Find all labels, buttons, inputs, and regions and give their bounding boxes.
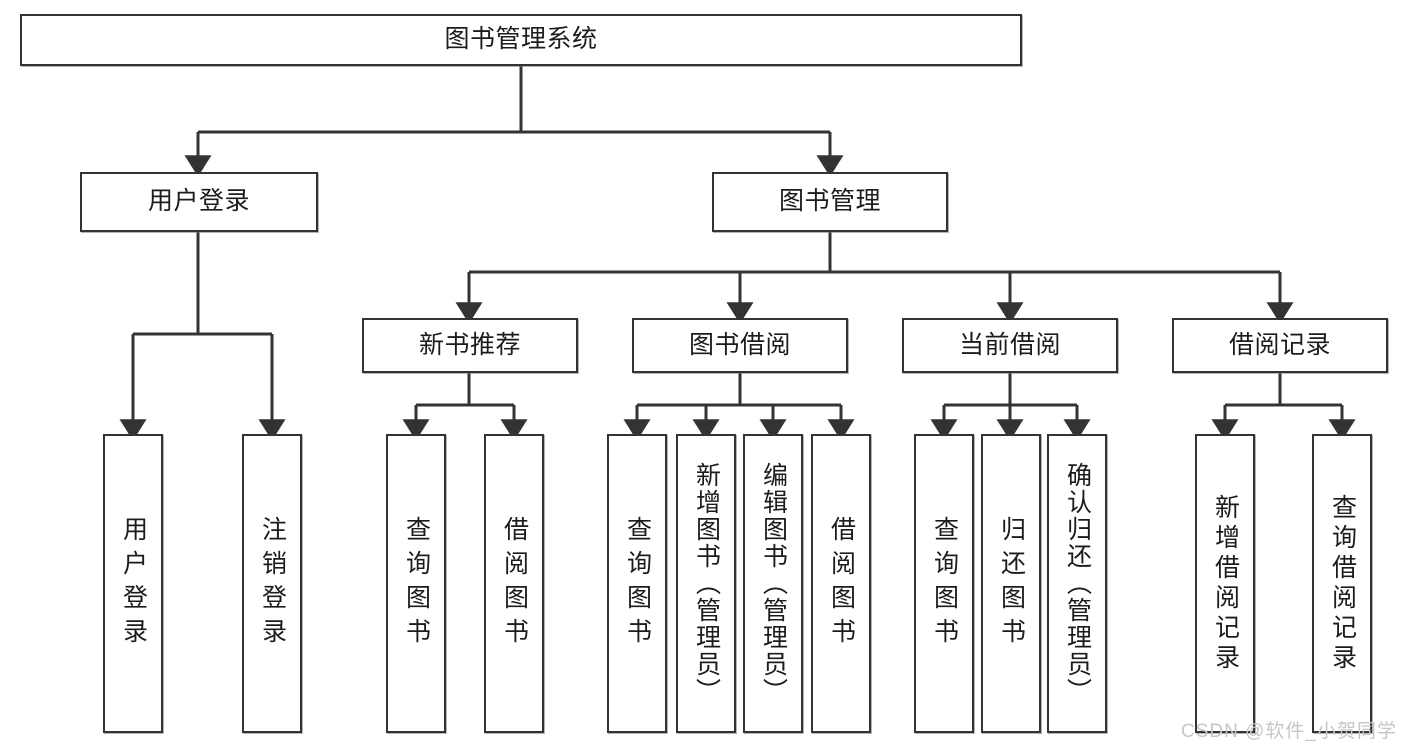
leaf-borrow-record-query-record[interactable]: 查询借阅记录 — [1312, 434, 1372, 733]
node-current-borrow-label: 当前借阅 — [958, 330, 1061, 359]
node-user-login[interactable]: 用户登录 — [80, 172, 318, 232]
node-book-manage-label: 图书管理 — [778, 187, 881, 216]
leaf-borrow-record-add-record-label: 新增借阅记录 — [1211, 493, 1240, 674]
leaf-book-borrow-edit-book[interactable]: 编辑图书（管理员） — [743, 434, 803, 733]
leaf-new-book-borrow-book-label: 借阅图书 — [500, 515, 529, 652]
leaf-book-borrow-borrow-book-label: 借阅图书 — [827, 515, 856, 652]
leaf-current-borrow-return-book-label: 归还图书 — [997, 515, 1026, 652]
node-new-book-recommend[interactable]: 新书推荐 — [362, 318, 578, 373]
leaf-user-login-login-label: 用户登录 — [119, 515, 148, 652]
node-borrow-record-label: 借阅记录 — [1228, 330, 1331, 359]
node-new-book-recommend-label: 新书推荐 — [418, 330, 521, 359]
leaf-current-borrow-confirm-return-label: 确认归还（管理员） — [1063, 462, 1092, 705]
leaf-new-book-borrow-book[interactable]: 借阅图书 — [484, 434, 544, 733]
leaf-new-book-query-book[interactable]: 查询图书 — [386, 434, 446, 733]
leaf-current-borrow-confirm-return[interactable]: 确认归还（管理员） — [1047, 434, 1107, 733]
leaf-book-borrow-borrow-book[interactable]: 借阅图书 — [811, 434, 871, 733]
leaf-current-borrow-query-book[interactable]: 查询图书 — [914, 434, 974, 733]
leaf-user-login-logout[interactable]: 注销登录 — [242, 434, 302, 733]
node-book-manage[interactable]: 图书管理 — [712, 172, 948, 232]
leaf-user-login-logout-label: 注销登录 — [258, 515, 287, 652]
node-current-borrow[interactable]: 当前借阅 — [902, 318, 1118, 373]
node-root-library-system[interactable]: 图书管理系统 — [20, 14, 1022, 66]
leaf-book-borrow-add-book[interactable]: 新增图书（管理员） — [676, 434, 736, 733]
node-borrow-record[interactable]: 借阅记录 — [1172, 318, 1388, 373]
leaf-book-borrow-add-book-label: 新增图书（管理员） — [692, 462, 721, 705]
leaf-book-borrow-query-book[interactable]: 查询图书 — [607, 434, 667, 733]
watermark-text: CSDN @软件_小贺同学 — [1181, 721, 1397, 742]
leaf-new-book-query-book-label: 查询图书 — [402, 515, 431, 652]
leaf-book-borrow-edit-book-label: 编辑图书（管理员） — [759, 462, 788, 705]
node-user-login-label: 用户登录 — [147, 187, 250, 216]
node-book-borrow-label: 图书借阅 — [688, 330, 791, 359]
node-book-borrow[interactable]: 图书借阅 — [632, 318, 848, 373]
leaf-current-borrow-return-book[interactable]: 归还图书 — [981, 434, 1041, 733]
leaf-borrow-record-query-record-label: 查询借阅记录 — [1328, 493, 1357, 674]
leaf-user-login-login[interactable]: 用户登录 — [103, 434, 163, 733]
leaf-current-borrow-query-book-label: 查询图书 — [930, 515, 959, 652]
node-root-label: 图书管理系统 — [444, 25, 598, 54]
leaf-borrow-record-add-record[interactable]: 新增借阅记录 — [1195, 434, 1255, 733]
leaf-book-borrow-query-book-label: 查询图书 — [623, 515, 652, 652]
